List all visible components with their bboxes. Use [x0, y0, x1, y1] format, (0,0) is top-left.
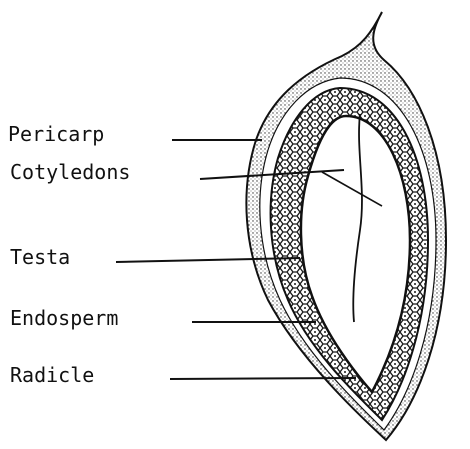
label-endosperm: Endosperm	[10, 308, 118, 328]
label-cotyledons: Cotyledons	[10, 162, 130, 182]
label-radicle: Radicle	[10, 365, 94, 385]
label-pericarp: Pericarp	[8, 124, 104, 144]
label-testa: Testa	[10, 247, 70, 267]
radicle-leader-line	[170, 378, 356, 379]
